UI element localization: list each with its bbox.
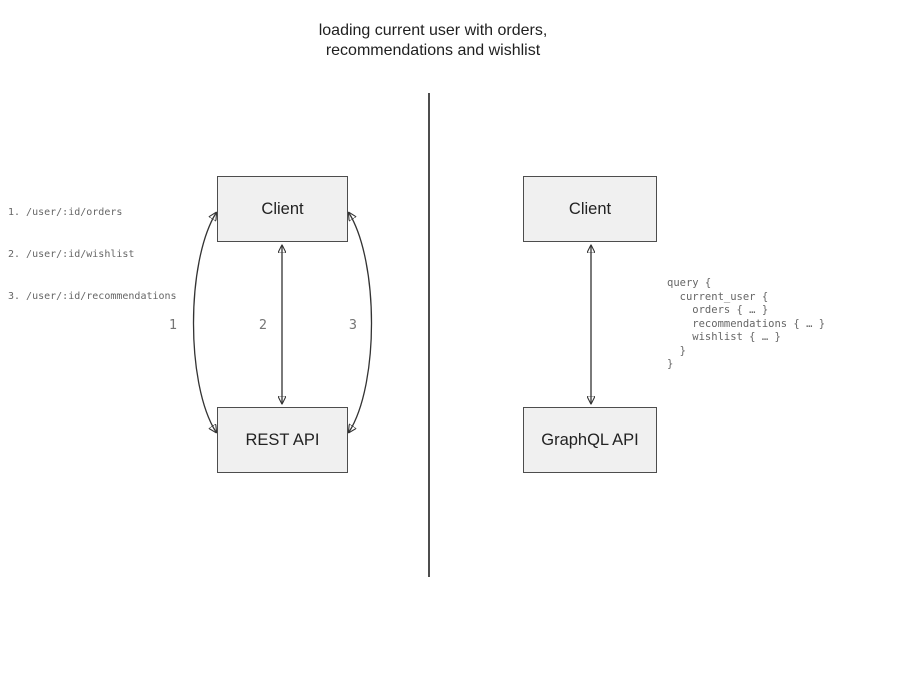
arrow-label-2: 2	[258, 317, 268, 333]
center-divider-line	[428, 93, 430, 577]
rest-client-label: Client	[261, 199, 304, 218]
graphql-api-label: GraphQL API	[541, 430, 639, 449]
graphql-client-label: Client	[568, 199, 612, 218]
rest-api-label: REST API	[245, 430, 320, 449]
graphql-query-snippet: query { current_user { orders { … } reco…	[667, 277, 826, 370]
rest-api-node: REST API	[217, 407, 348, 473]
rest-endpoint-orders: 1. /user/:id/orders	[8, 207, 123, 218]
rest-endpoint-recommendations: 3. /user/:id/recommendations	[8, 291, 177, 302]
rest-endpoint-wishlist: 2. /user/:id/wishlist	[8, 249, 135, 260]
arrow-label-1: 1	[168, 317, 178, 333]
graphql-client-node: Client	[523, 176, 657, 242]
graphql-api-node: GraphQL API	[523, 407, 657, 473]
arrow-label-3: 3	[348, 317, 358, 333]
diagram-title-line1: loading current user with orders,	[318, 22, 548, 39]
rest-arrow-1-curve	[192, 213, 217, 432]
diagram-title: loading current user with orders, recomm…	[183, 21, 683, 61]
diagram-title-line2: recommendations and wishlist	[325, 42, 541, 59]
rest-endpoint-list: 1. /user/:id/orders 2. /user/:id/wishlis…	[8, 178, 177, 332]
rest-client-node: Client	[217, 176, 348, 242]
